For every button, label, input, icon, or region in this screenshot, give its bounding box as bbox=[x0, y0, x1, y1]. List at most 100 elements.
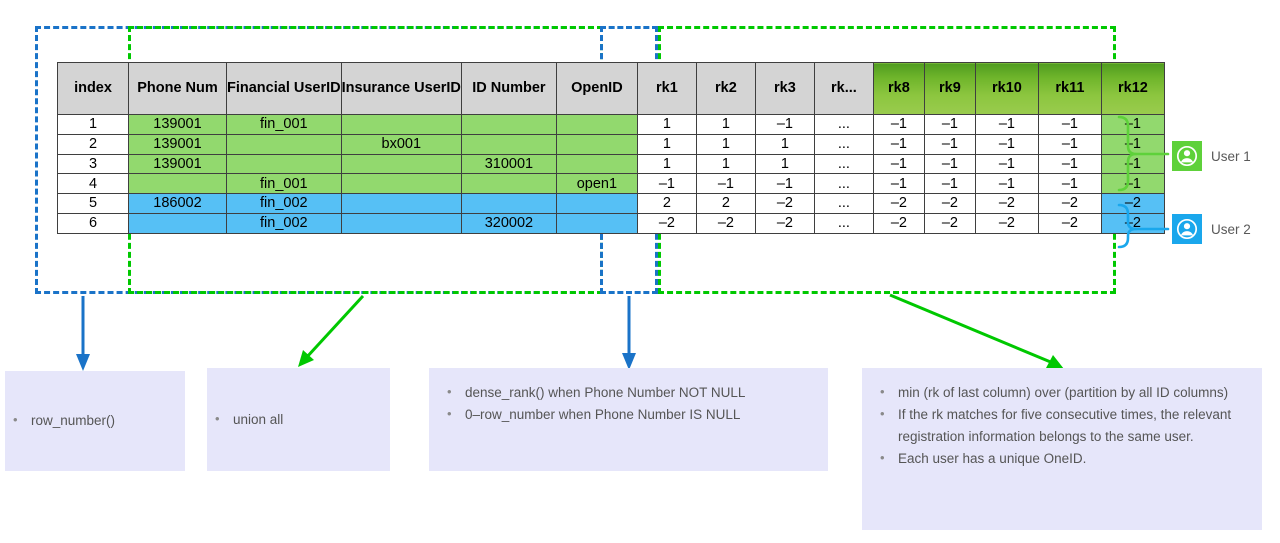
cell-rk3: –1 bbox=[754, 114, 815, 135]
legend-user-2[interactable]: User 2 bbox=[1172, 214, 1251, 244]
note-min-rk-item-1: min (rk of last column) over (partition … bbox=[872, 381, 1250, 404]
cell-phone bbox=[128, 173, 227, 195]
cell-rk2: –1 bbox=[695, 173, 756, 195]
cell-insurance bbox=[340, 153, 462, 175]
cell-financial bbox=[226, 153, 342, 175]
cell-openid bbox=[555, 212, 638, 234]
col-header-phone-num: Phone Num bbox=[128, 62, 227, 115]
cell-insurance bbox=[340, 173, 462, 195]
cell-openid bbox=[555, 133, 638, 155]
col-header-rk10: rk10 bbox=[974, 62, 1039, 115]
cell-rk11: –2 bbox=[1037, 193, 1102, 214]
note-min-rk-item-3: Each user has a unique OneID. bbox=[872, 447, 1250, 470]
note-union-all-list: union all bbox=[207, 408, 283, 431]
col-header-rk8: rk8 bbox=[872, 62, 925, 115]
col-header-rk9: rk9 bbox=[923, 62, 976, 115]
cell-rk1: –2 bbox=[636, 212, 697, 234]
cell-rk3: –2 bbox=[754, 212, 815, 234]
note-row-number-list: row_number() bbox=[5, 409, 115, 432]
cell-financial bbox=[226, 133, 342, 155]
note-min-rk-list: min (rk of last column) over (partition … bbox=[872, 381, 1250, 470]
cell-rk2: 1 bbox=[695, 114, 756, 135]
cell-id-number bbox=[460, 173, 557, 195]
cell-index: 1 bbox=[57, 114, 129, 135]
cell-rk12: –1 bbox=[1100, 114, 1165, 135]
cell-rk9: –2 bbox=[923, 212, 976, 234]
cell-openid bbox=[555, 153, 638, 175]
cell-openid: open1 bbox=[555, 173, 638, 195]
col-header-rk3: rk3 bbox=[754, 62, 815, 115]
note-row-number-item: row_number() bbox=[5, 409, 115, 432]
cell-rk9: –1 bbox=[923, 114, 976, 135]
cell-rk2: –2 bbox=[695, 212, 756, 234]
cell-rk8: –2 bbox=[872, 193, 925, 214]
cell-rk12: –2 bbox=[1100, 193, 1165, 214]
cell-rk1: 1 bbox=[636, 133, 697, 155]
cell-index: 3 bbox=[57, 153, 129, 175]
col-header-financial-userid: Financial UserID bbox=[226, 62, 342, 115]
col-header-insurance-userid-text: Insurance UserID bbox=[341, 80, 461, 97]
cell-insurance: bx001 bbox=[340, 133, 462, 155]
cell-rk10: –1 bbox=[974, 153, 1039, 175]
cell-rk-ellipsis: ... bbox=[813, 173, 874, 195]
cell-rk3: –2 bbox=[754, 193, 815, 214]
cell-rk12: –2 bbox=[1100, 212, 1165, 234]
note-min-rk: min (rk of last column) over (partition … bbox=[862, 368, 1262, 530]
cell-openid bbox=[555, 193, 638, 214]
cell-phone: 139001 bbox=[128, 133, 227, 155]
col-header-rk2: rk2 bbox=[695, 62, 756, 115]
cell-rk11: –1 bbox=[1037, 173, 1102, 195]
note-dense-rank-item-2: 0–row_number when Phone Number IS NULL bbox=[439, 403, 816, 426]
note-min-rk-item-2: If the rk matches for five consecutive t… bbox=[872, 403, 1250, 448]
cell-rk8: –1 bbox=[872, 133, 925, 155]
col-header-rk1: rk1 bbox=[636, 62, 697, 115]
cell-rk12: –1 bbox=[1100, 173, 1165, 195]
cell-phone: 139001 bbox=[128, 153, 227, 175]
cell-financial: fin_001 bbox=[226, 173, 342, 195]
cell-rk9: –1 bbox=[923, 153, 976, 175]
cell-rk-ellipsis: ... bbox=[813, 193, 874, 214]
table-header-row: index Phone Num Financial UserID Insuran… bbox=[57, 62, 1165, 115]
cell-rk2: 1 bbox=[695, 153, 756, 175]
cell-index: 5 bbox=[57, 193, 129, 214]
cell-rk8: –1 bbox=[872, 114, 925, 135]
cell-rk-ellipsis: ... bbox=[813, 153, 874, 175]
cell-index: 6 bbox=[57, 212, 129, 234]
cell-rk11: –1 bbox=[1037, 133, 1102, 155]
cell-rk8: –1 bbox=[872, 153, 925, 175]
cell-rk-ellipsis: ... bbox=[813, 133, 874, 155]
col-header-rk-ellipsis: rk... bbox=[813, 62, 874, 115]
legend-user-2-label: User 2 bbox=[1211, 221, 1251, 237]
col-header-index: index bbox=[57, 62, 129, 115]
cell-rk10: –1 bbox=[974, 173, 1039, 195]
cell-insurance bbox=[340, 114, 462, 135]
cell-rk3: 1 bbox=[754, 153, 815, 175]
col-header-financial-userid-text: Financial UserID bbox=[227, 80, 341, 97]
cell-rk11: –2 bbox=[1037, 212, 1102, 234]
cell-rk10: –1 bbox=[974, 133, 1039, 155]
col-header-rk12: rk12 bbox=[1100, 62, 1165, 115]
note-row-number: row_number() bbox=[5, 371, 185, 471]
arrow-to-row-number bbox=[76, 296, 90, 371]
oneid-rank-table: index Phone Num Financial UserID Insuran… bbox=[57, 62, 1165, 234]
arrow-to-dense-rank bbox=[622, 296, 636, 370]
legend-user-1[interactable]: User 1 bbox=[1172, 141, 1251, 171]
cell-insurance bbox=[340, 212, 462, 234]
col-header-id-number: ID Number bbox=[460, 62, 557, 115]
cell-index: 2 bbox=[57, 133, 129, 155]
cell-rk9: –1 bbox=[923, 173, 976, 195]
cell-rk9: –1 bbox=[923, 133, 976, 155]
arrow-to-min-rk bbox=[889, 293, 1064, 369]
cell-rk2: 2 bbox=[695, 193, 756, 214]
note-dense-rank-list: dense_rank() when Phone Number NOT NULL … bbox=[439, 381, 816, 426]
cell-financial: fin_002 bbox=[226, 193, 342, 214]
cell-rk11: –1 bbox=[1037, 114, 1102, 135]
cell-rk10: –2 bbox=[974, 193, 1039, 214]
cell-rk1: 2 bbox=[636, 193, 697, 214]
